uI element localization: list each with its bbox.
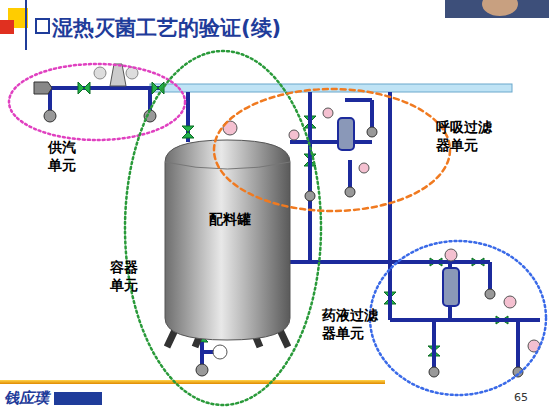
drain-trap	[196, 364, 208, 376]
dashed-ellipse	[125, 51, 321, 405]
vent-pipes	[290, 92, 372, 262]
steam-regulator	[110, 64, 126, 86]
decor-line	[25, 0, 27, 50]
drain-trap	[485, 289, 495, 299]
unit-label: 呼吸过滤 器单元	[436, 118, 498, 154]
drain-trap	[429, 367, 439, 377]
pressure-gauge	[213, 345, 227, 359]
dashed-ellipse	[370, 241, 546, 395]
unit-label: 容器 单元	[110, 258, 144, 294]
unit-region: 供汽 单元	[8, 55, 190, 177]
steam-pipes	[40, 88, 188, 142]
liquid-filter	[443, 268, 459, 306]
pressure-gauge	[445, 249, 457, 261]
pressure-gauge	[289, 130, 299, 140]
pressure-gauge	[528, 340, 540, 352]
steam-trap	[44, 110, 56, 122]
dashed-ellipse	[214, 89, 450, 211]
footer-logo	[54, 392, 102, 405]
dashed-ellipse	[9, 64, 185, 140]
slide-title: 湿热灭菌工艺的验证(续)	[52, 14, 281, 42]
unit-region-outline	[8, 55, 190, 177]
unit-label: 配料罐	[200, 210, 260, 228]
outlet-pipe	[202, 342, 214, 366]
page-number: 65	[514, 391, 528, 404]
tank-vessel: 配料罐	[165, 140, 290, 348]
vent-filter	[338, 118, 354, 150]
decor-square	[0, 20, 14, 34]
drain-trap	[305, 191, 315, 201]
tank-body	[165, 140, 290, 340]
tank-vessel-outline	[165, 140, 290, 348]
tank-seam	[165, 162, 290, 169]
unit-label: 供汽 单元	[48, 138, 82, 174]
unit-region: 容器 单元配料罐	[124, 50, 322, 406]
valves	[78, 82, 508, 356]
footer-rule	[0, 380, 385, 384]
pressure-gauge	[94, 67, 106, 79]
steam-inlet	[34, 82, 52, 94]
liquid-pipes	[290, 92, 540, 370]
drain-trap	[367, 127, 377, 137]
title-bullet	[36, 19, 49, 33]
drain-trap	[345, 187, 355, 197]
unit-label: 药液过滤 器单元	[322, 306, 384, 342]
unit-region: 药液过滤 器单元	[320, 240, 548, 398]
portrait-face	[482, 0, 518, 16]
pressure-gauge	[504, 296, 516, 308]
pressure-gauge	[323, 108, 333, 118]
unit-region: 呼吸过滤 器单元	[214, 88, 504, 212]
author-name: 钱应璞	[4, 389, 49, 408]
header-pipe	[150, 84, 512, 92]
pressure-gauge	[359, 163, 369, 173]
